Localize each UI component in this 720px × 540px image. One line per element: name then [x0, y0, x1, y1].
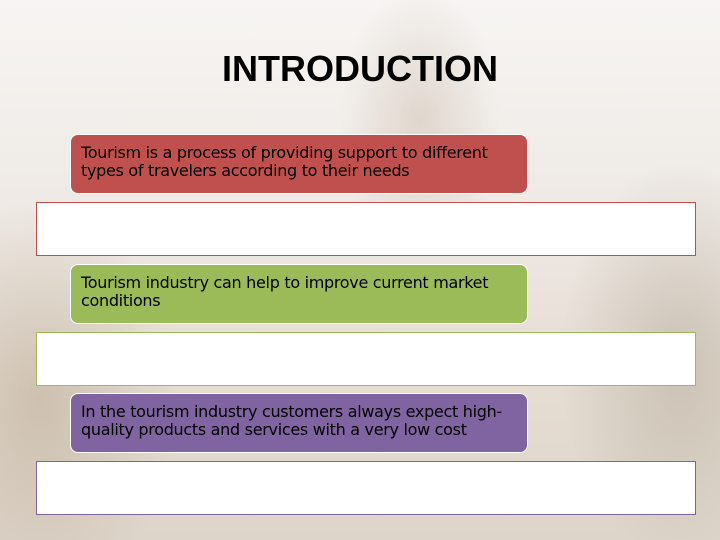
slide-title: INTRODUCTION	[222, 48, 498, 89]
point-1-header: Tourism is a process of providing suppor…	[70, 134, 528, 194]
point-2-header: Tourism industry can help to improve cur…	[70, 264, 528, 324]
point-2-detail-box	[36, 332, 696, 386]
point-1-detail-box	[36, 202, 696, 256]
point-3-detail-box	[36, 461, 696, 515]
point-3-header: In the tourism industry customers always…	[70, 393, 528, 453]
